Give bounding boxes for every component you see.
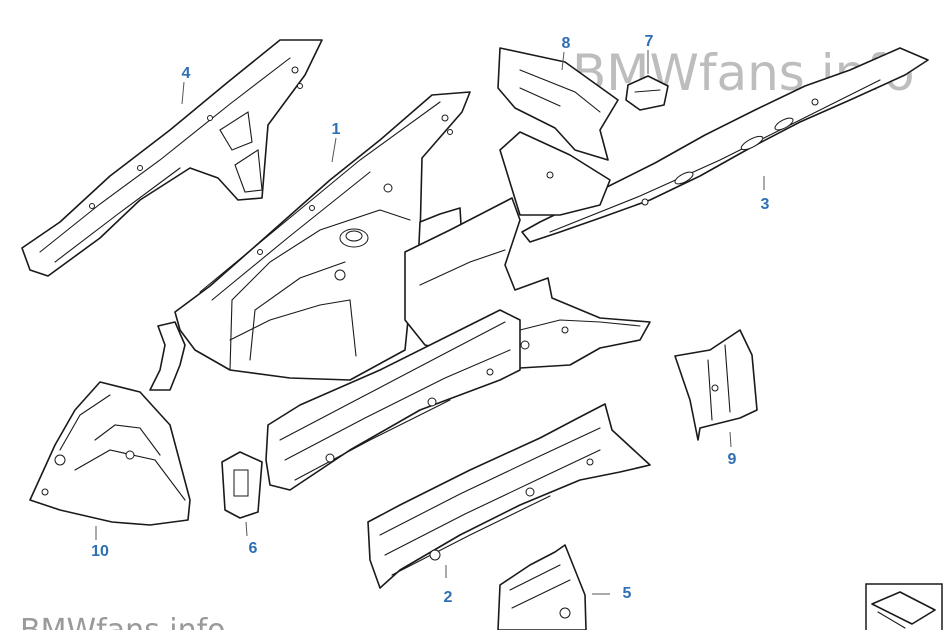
callout-1[interactable]: 1 — [332, 121, 341, 138]
part-3-rear-member[interactable] — [499, 47, 929, 243]
part-4-side-member[interactable] — [21, 39, 323, 277]
part-9-rear-panel[interactable] — [674, 329, 758, 441]
part-5-sill-section[interactable] — [497, 544, 587, 630]
next-page-arrow-icon[interactable] — [865, 583, 943, 630]
part-6-bracket[interactable] — [221, 451, 263, 519]
callout-labels: 1 2 3 4 5 6 7 8 9 10 — [91, 33, 769, 606]
watermark-bottom: BMWfans.info — [20, 613, 226, 630]
callout-7[interactable]: 7 — [645, 33, 654, 50]
part-1-front-structure[interactable] — [149, 91, 471, 391]
callout-8[interactable]: 8 — [562, 35, 571, 52]
callout-5[interactable]: 5 — [623, 585, 632, 602]
part-8-pillar-bracket[interactable] — [497, 47, 619, 161]
callout-4[interactable]: 4 — [182, 65, 191, 82]
callout-3[interactable]: 3 — [761, 196, 770, 213]
part-2-lower-sill[interactable] — [367, 403, 651, 589]
part-7-small-bracket[interactable] — [625, 75, 669, 111]
callout-9[interactable]: 9 — [728, 451, 737, 468]
part-upper-sill[interactable] — [265, 309, 521, 491]
callout-2[interactable]: 2 — [444, 589, 453, 606]
callout-6[interactable]: 6 — [249, 540, 258, 557]
leader-lines — [95, 50, 765, 595]
callout-10[interactable]: 10 — [91, 543, 109, 560]
part-10-wheel-arch[interactable] — [29, 381, 191, 526]
